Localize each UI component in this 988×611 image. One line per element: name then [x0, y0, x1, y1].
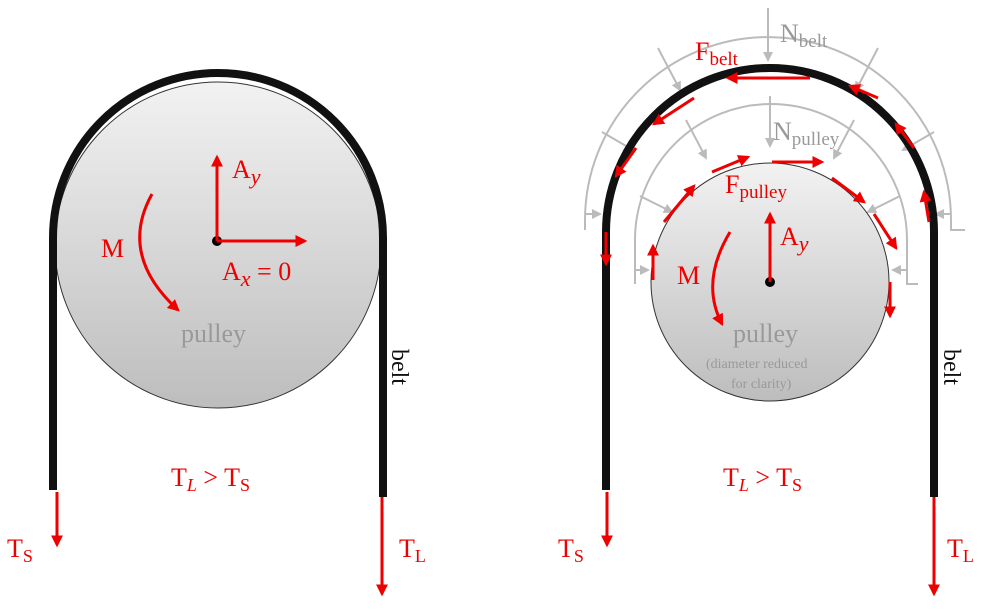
n-pulley-envelope: [634, 103, 918, 285]
right-moment-arrow: [711, 231, 732, 327]
right-pulley-label: pulley: [733, 319, 798, 348]
n-pulley-label: Npulley: [773, 117, 840, 150]
left-relation-label: TL > TS: [171, 463, 250, 495]
f-belt-arrows: [600, 72, 932, 267]
left-belt: [49, 69, 387, 497]
f-pulley-label: Fpulley: [725, 170, 787, 203]
right-relation-label: TL > TS: [723, 463, 802, 495]
f-pulley-arrows: [647, 155, 898, 319]
left-ay-label: Ay: [232, 155, 261, 189]
right-note-line1: (diameter reduced: [706, 357, 807, 372]
n-belt-envelope: [584, 36, 965, 231]
n-pulley-arrows: [634, 96, 907, 275]
left-panel: M Ay Ax = 0 pulley belt TL > TS TS TL: [7, 69, 426, 597]
left-tl-label: TL: [399, 534, 426, 566]
right-belt-label: belt: [938, 349, 964, 385]
left-moment-label: M: [101, 234, 124, 263]
n-belt-label: Nbelt: [780, 19, 828, 52]
left-ts-label: TS: [7, 534, 33, 566]
left-ax-label: Ax = 0: [222, 257, 291, 291]
right-note-line2: for clarity): [731, 377, 792, 392]
right-belt: [602, 64, 938, 497]
right-ay-label: Ay: [780, 222, 809, 256]
right-ts-label: TS: [558, 534, 584, 566]
left-belt-label: belt: [386, 349, 412, 385]
left-moment-arrow: [138, 193, 180, 312]
left-pulley-label: pulley: [181, 319, 246, 348]
right-tl-label: TL: [947, 534, 974, 566]
f-belt-label: Fbelt: [695, 37, 739, 70]
right-panel: Fbelt Nbelt Npulley Fpulley Ay M pulley …: [558, 8, 974, 597]
right-moment-label: M: [677, 261, 700, 290]
n-belt-arrows: [585, 8, 951, 219]
